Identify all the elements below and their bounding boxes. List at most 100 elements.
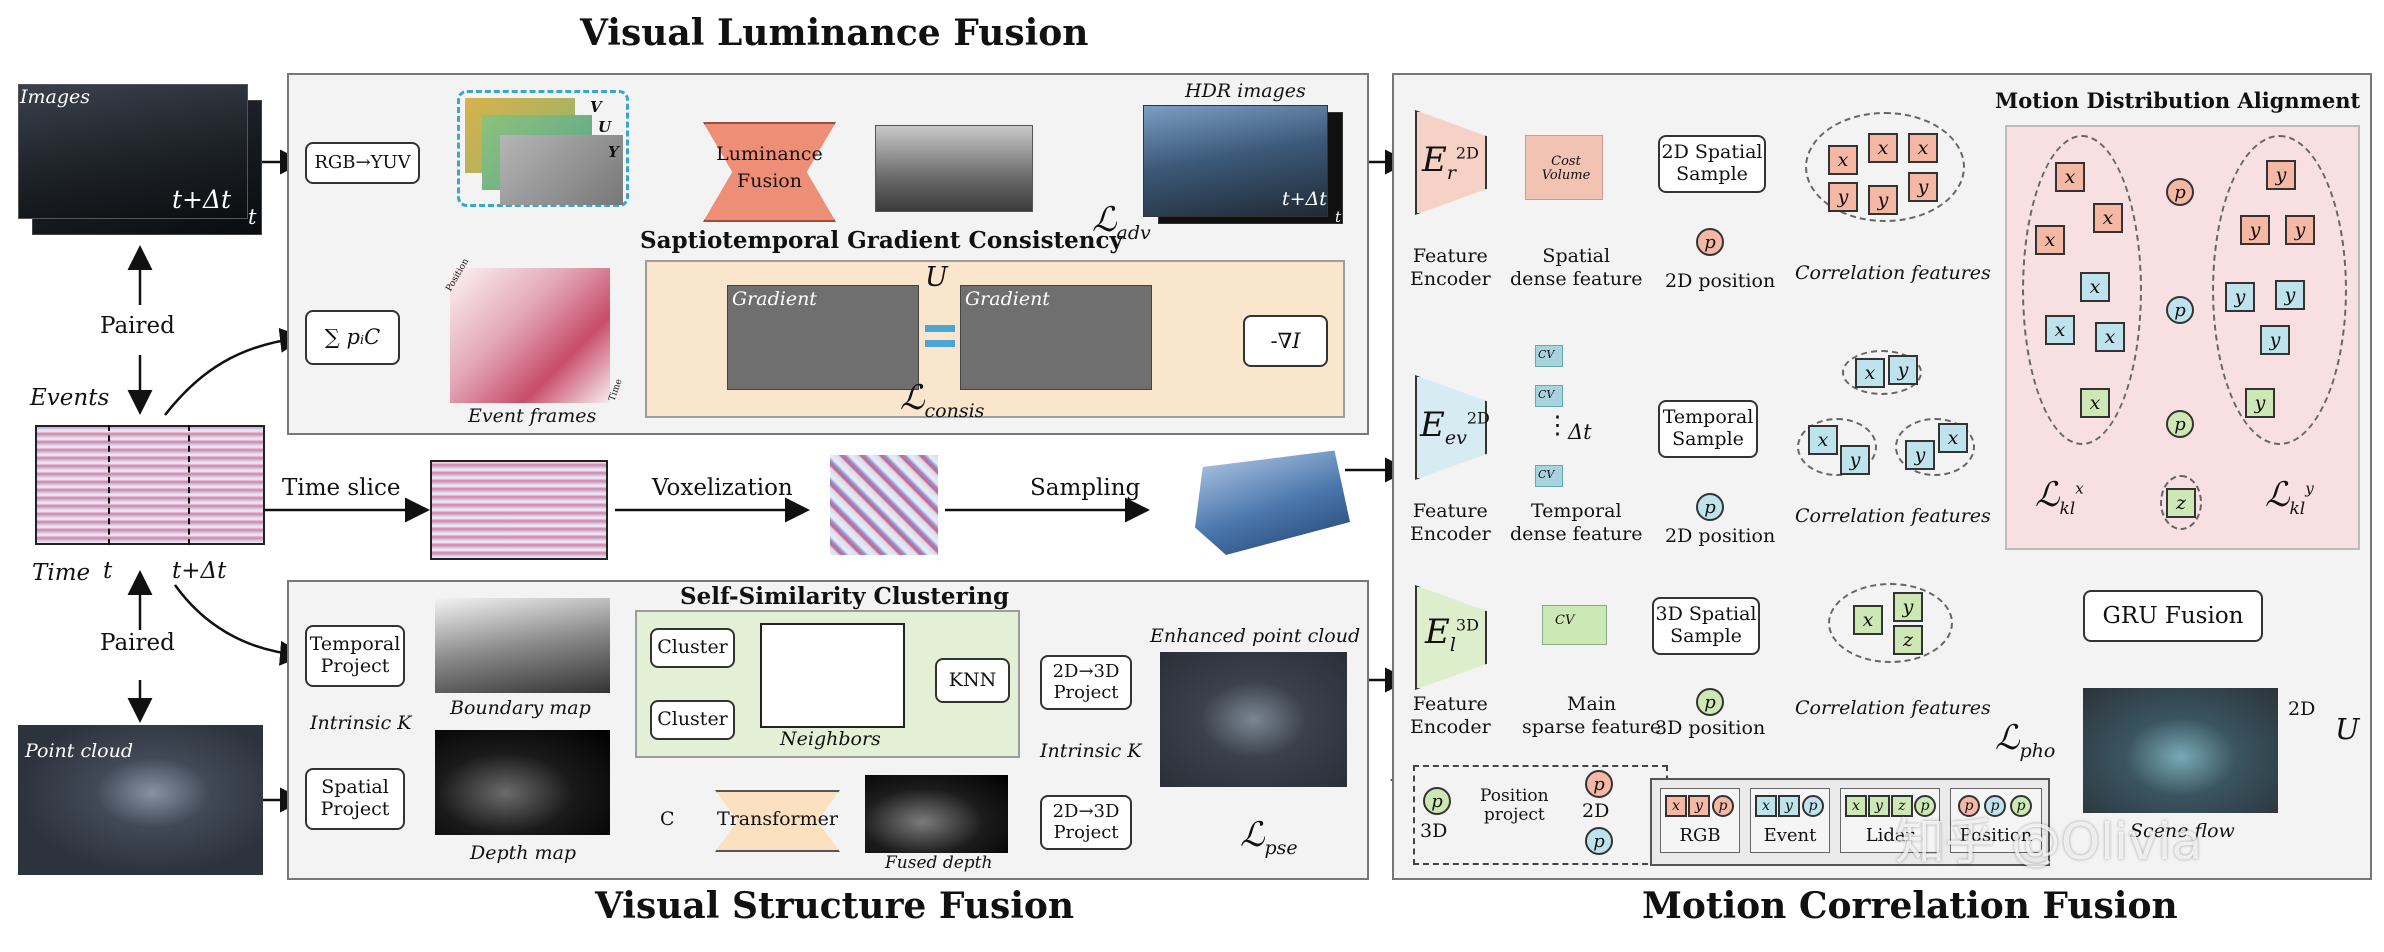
legend-event-label: Event bbox=[1763, 825, 1817, 846]
equals-bar-bottom bbox=[925, 340, 955, 347]
hdr-t-label: t bbox=[1335, 208, 1342, 226]
neighbors-label: Neighbors bbox=[780, 728, 881, 750]
fused-luminance-image bbox=[875, 125, 1033, 212]
token-rgb-x-1: x bbox=[1828, 145, 1858, 175]
hdr-time-label: t+Δt bbox=[1282, 188, 1327, 210]
token-event-y-3: y bbox=[1905, 440, 1935, 470]
cv-cube-2 bbox=[1535, 385, 1563, 407]
intrinsic-k-left-label: Intrinsic K bbox=[310, 712, 412, 734]
events-t-marker bbox=[108, 425, 110, 545]
ssc-title: Self-Similarity Clustering bbox=[680, 583, 1010, 610]
point-cloud-image bbox=[18, 725, 263, 875]
main-sparse-cube bbox=[1542, 605, 1607, 645]
u-label: U bbox=[925, 262, 948, 293]
stgc-title: Saptiotemporal Gradient Consistency bbox=[640, 227, 1123, 254]
yuv-group-outline bbox=[457, 90, 629, 207]
title-motion-correlation-fusion: Motion Correlation Fusion bbox=[1642, 885, 2178, 927]
token-rgb-x-2: x bbox=[1868, 133, 1898, 163]
fused-depth-label: Fused depth bbox=[885, 853, 993, 873]
token-event-x-3: x bbox=[1938, 423, 1968, 453]
paired-top-label: Paired bbox=[100, 313, 175, 339]
output-2d-label: 2D bbox=[2288, 698, 2316, 720]
concat-label: C bbox=[660, 808, 675, 830]
pp-3d-label: 3D bbox=[1420, 820, 1448, 842]
boundary-map-image bbox=[435, 598, 610, 693]
encoder-rgb-label: Er2D bbox=[1422, 140, 1479, 184]
token-lidar-y: y bbox=[1893, 592, 1923, 622]
cluster-box-2: Cluster bbox=[650, 700, 735, 740]
mda-p-3: p bbox=[2166, 410, 2194, 438]
mda-cluster-right bbox=[2212, 135, 2347, 445]
token-rgb-x-3: x bbox=[1908, 133, 1938, 163]
enhanced-point-cloud-image bbox=[1160, 652, 1347, 787]
yuv-v-label: V bbox=[590, 98, 602, 116]
encoder-event-label: Eev2D bbox=[1420, 405, 1490, 449]
p-node-2d-2: p bbox=[1696, 493, 1724, 521]
cv-label-3: CV bbox=[1538, 468, 1555, 481]
pos2d-label-1: 2D position bbox=[1665, 270, 1776, 292]
loss-pse: ℒpse bbox=[1240, 815, 1298, 859]
watermark: 知乎 @Olivia bbox=[1895, 813, 2203, 871]
token-rgb-y-1: y bbox=[1828, 182, 1858, 212]
corr-ellipse-2b bbox=[1797, 418, 1877, 476]
corr-ellipse-2c bbox=[1895, 418, 1975, 476]
mda-x-5: x bbox=[2045, 315, 2075, 345]
mda-p-2: p bbox=[2166, 296, 2194, 324]
cv-label-1: CV bbox=[1538, 348, 1555, 361]
scene-flow-image bbox=[2083, 688, 2278, 813]
sampling-label: Sampling bbox=[1030, 475, 1141, 501]
token-lidar-z: z bbox=[1893, 625, 1923, 655]
loss-adv: ℒadv bbox=[1092, 200, 1151, 244]
images-label: Images bbox=[20, 86, 91, 108]
gradient-label-2: Gradient bbox=[965, 288, 1050, 310]
token-lidar-x: x bbox=[1853, 605, 1883, 635]
sum-pc-box: ∑ pᵢC bbox=[305, 310, 400, 365]
title-luminance-fusion: Visual Luminance Fusion bbox=[580, 12, 1089, 54]
rgb-to-yuv-box: RGB→YUV bbox=[305, 142, 420, 184]
events-label: Events bbox=[30, 385, 110, 411]
gradient-image-2 bbox=[960, 285, 1152, 390]
feature-encoder-label-2: Feature Encoder bbox=[1410, 500, 1491, 545]
mda-z-ellipse bbox=[2160, 475, 2202, 530]
neighbors-graph bbox=[760, 623, 905, 728]
luminance-fusion-label-2: Fusion bbox=[737, 170, 802, 192]
cluster-box-1: Cluster bbox=[650, 628, 735, 668]
mda-p-1: p bbox=[2166, 178, 2194, 206]
knn-box: KNN bbox=[935, 658, 1010, 703]
mda-x-4: x bbox=[2080, 272, 2110, 302]
corr-ellipse-1 bbox=[1805, 112, 1965, 222]
mda-y-6: y bbox=[2260, 325, 2290, 355]
events-volume bbox=[35, 425, 265, 545]
p-node-2d-1: p bbox=[1696, 228, 1724, 256]
feature-encoder-label-1: Feature Encoder bbox=[1410, 245, 1491, 290]
legend-lidar-z: z bbox=[1891, 795, 1913, 817]
main-sparse-label: Main sparse feature bbox=[1522, 693, 1662, 738]
equals-bar-top bbox=[925, 325, 955, 332]
event-frames-image bbox=[450, 268, 610, 403]
transformer-label: Transformer bbox=[717, 808, 838, 830]
mda-y-4: y bbox=[2225, 282, 2255, 312]
legend-pos-p-event: p bbox=[1984, 795, 2006, 817]
title-structure-fusion: Visual Structure Fusion bbox=[595, 885, 1075, 927]
delta-t-label: Δt bbox=[1568, 420, 1592, 444]
temporal-dense-label: Temporal dense feature bbox=[1510, 500, 1643, 545]
encoder-lidar-label: El3D bbox=[1425, 612, 1479, 656]
token-event-y-1: y bbox=[1888, 355, 1918, 385]
token-rgb-y-3: y bbox=[1908, 172, 1938, 202]
boundary-map-label: Boundary map bbox=[450, 697, 591, 719]
legend-rgb-x: x bbox=[1665, 795, 1687, 817]
paired-bottom-label: Paired bbox=[100, 630, 175, 656]
mda-y-3: y bbox=[2285, 215, 2315, 245]
depth-map-image bbox=[435, 730, 610, 835]
yuv-u-label: U bbox=[598, 118, 612, 136]
loss-consis: ℒconsis bbox=[900, 378, 985, 422]
legend-lidar-y: y bbox=[1868, 795, 1890, 817]
rgb-to-yuv-label: RGB→YUV bbox=[314, 151, 411, 173]
legend-rgb-y: y bbox=[1688, 795, 1710, 817]
time-sliced-volume bbox=[430, 460, 608, 560]
